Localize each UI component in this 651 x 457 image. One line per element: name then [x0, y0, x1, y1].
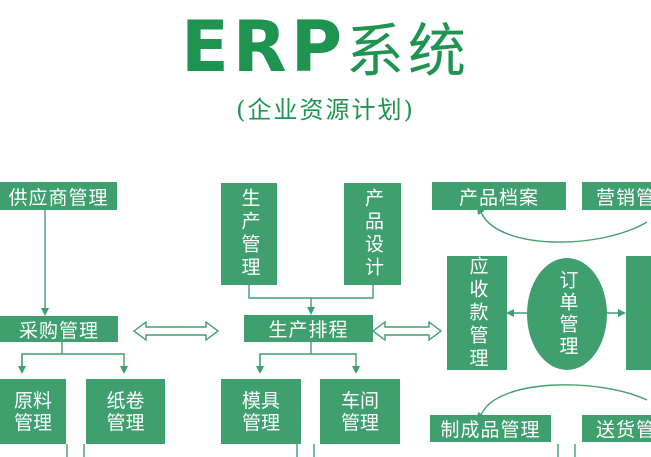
node-scheduling: 生产排程 [244, 315, 373, 342]
node-order: 订单管理 [527, 258, 607, 370]
node-mold: 模具 管理 [221, 379, 301, 444]
node-workshop: 车间 管理 [320, 379, 400, 444]
page-title: ERP系统 [0, 4, 651, 88]
node-receivables: 应收款管理 [447, 256, 507, 370]
node-delivery: 送货管 [582, 415, 651, 442]
edge-schedule-branch [259, 342, 356, 372]
node-raw-material: 原料 管理 [0, 379, 66, 444]
edge-production-schedule [248, 285, 374, 313]
title-erp: ERP [180, 6, 346, 88]
node-right-partial [626, 256, 651, 370]
node-supplier: 供应商管理 [0, 182, 117, 210]
node-marketing: 营销管 [582, 182, 651, 210]
double-arrow-right [371, 320, 443, 342]
title-system: 系统 [346, 17, 471, 85]
node-product-archive: 产品档案 [432, 182, 566, 210]
edge-finished-curve [481, 384, 648, 414]
edge-archive-curve [481, 213, 648, 243]
node-finished-goods: 制成品管理 [430, 415, 551, 442]
node-paper-roll: 纸卷 管理 [86, 379, 165, 444]
edge-bottom-stubs [66, 444, 576, 457]
edge-purchase-branch [21, 342, 124, 372]
node-production: 生产管理 [221, 183, 277, 285]
page-subtitle: (企业资源计划) [236, 96, 415, 124]
double-arrow-left [132, 320, 220, 342]
node-purchase: 采购管理 [0, 316, 118, 342]
node-product-design: 产品设计 [344, 183, 401, 285]
